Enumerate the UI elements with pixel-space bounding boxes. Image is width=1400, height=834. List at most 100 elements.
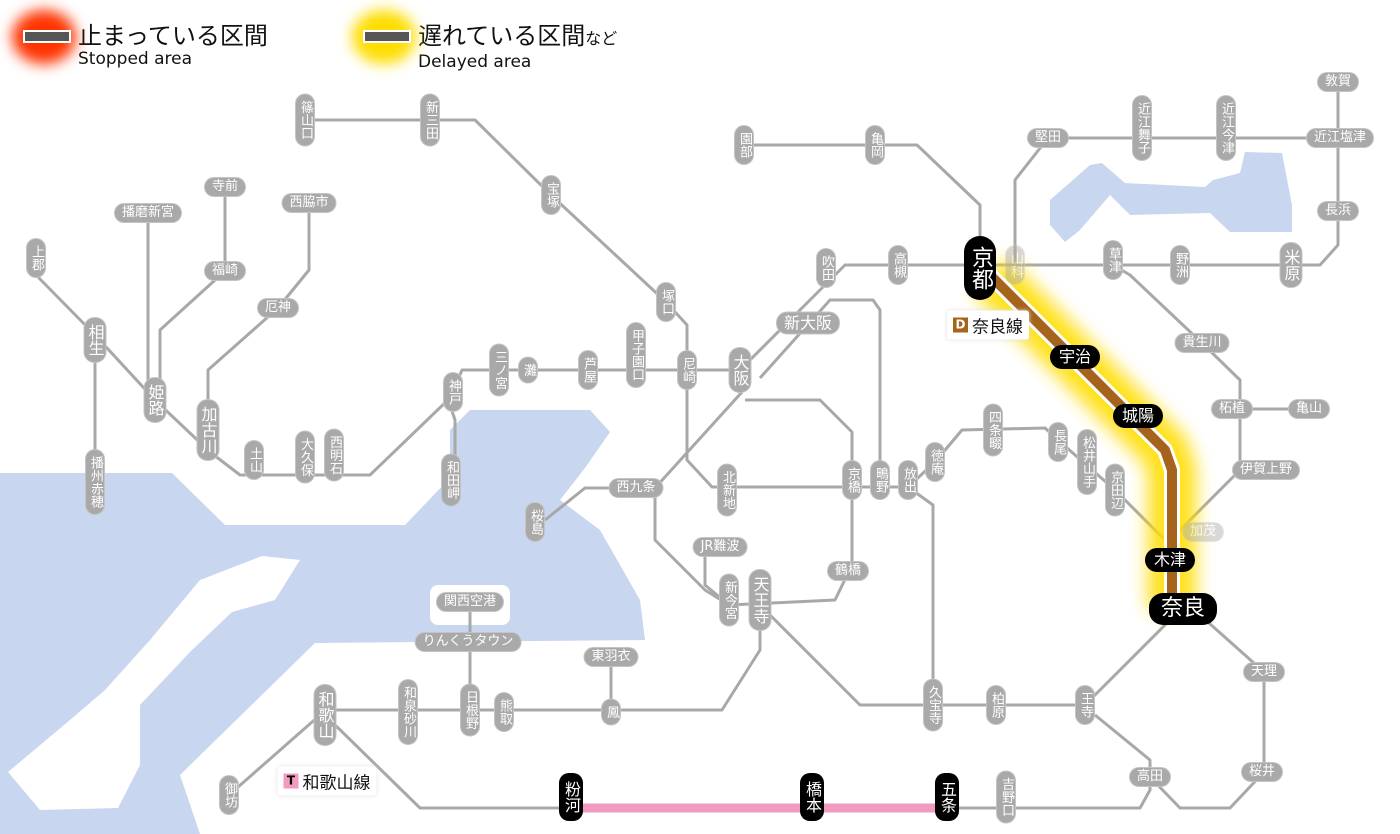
station-kyotanabe[interactable]: 京田辺	[1106, 464, 1124, 516]
station-kameoka[interactable]: 亀岡	[866, 126, 884, 164]
station-katata[interactable]: 堅田	[1027, 129, 1069, 147]
rail-line-6	[206, 203, 311, 430]
station-kusatsu[interactable]: 草津	[1104, 241, 1122, 279]
station-tsuruhashi[interactable]: 鶴橋	[827, 562, 869, 580]
station-himeji[interactable]: 姫路	[144, 378, 166, 422]
station-shigino[interactable]: 鴫野	[871, 461, 889, 499]
station-oji[interactable]: 王寺	[1076, 686, 1094, 724]
station-joyo[interactable]: 城陽	[1112, 404, 1164, 428]
lake-biwa	[1050, 152, 1292, 242]
station-hanaten[interactable]: 放出	[899, 461, 917, 499]
line-label-nara[interactable]: D 奈良線	[947, 310, 1029, 340]
station-aioi[interactable]: 相生	[84, 318, 106, 362]
station-igaueno[interactable]: 伊賀上野	[1232, 461, 1300, 479]
station-sonobe[interactable]: 園部	[735, 126, 753, 164]
station-takatsuki[interactable]: 高槻	[889, 246, 907, 284]
station-kamo[interactable]: 加茂	[1182, 523, 1224, 541]
station-harimashingu[interactable]: 播磨新宮	[114, 204, 182, 222]
station-kizu[interactable]: 木津	[1144, 548, 1196, 572]
station-tsuchiyama[interactable]: 土山	[245, 441, 263, 479]
rail-line-18	[907, 485, 935, 705]
station-kix[interactable]: 関西空港	[436, 593, 504, 611]
station-takada[interactable]: 高田	[1129, 768, 1171, 786]
station-higashihagoromo[interactable]: 東羽衣	[584, 648, 638, 666]
line-label-wakayama[interactable]: T 和歌山線	[277, 766, 377, 796]
station-tsukaguchi[interactable]: 塚口	[657, 283, 675, 321]
station-amagasaki[interactable]: 尼崎	[678, 351, 696, 389]
station-yamashina[interactable]: 山科	[1006, 246, 1024, 284]
station-kitashinchi[interactable]: 北新地	[718, 464, 736, 516]
station-matsuiyamate[interactable]: 松井山手	[1078, 430, 1096, 494]
station-yakujin[interactable]: 厄神	[257, 299, 299, 317]
rail-line-9	[744, 143, 982, 268]
station-suita[interactable]: 吹田	[817, 249, 835, 287]
station-hashimoto[interactable]: 橋本	[800, 773, 824, 821]
station-yoshinoguchi[interactable]: 吉野口	[997, 771, 1015, 823]
station-izumisunagawa[interactable]: 和泉砂川	[399, 680, 417, 744]
rail-line-10	[1112, 263, 1242, 542]
station-wakayama[interactable]: 和歌山	[314, 685, 336, 745]
station-tokuan[interactable]: 徳庵	[926, 443, 944, 481]
rail-line-24	[1148, 613, 1266, 810]
station-nishiwakishi[interactable]: 西脇市	[282, 194, 336, 212]
station-omimaiko[interactable]: 近江舞子	[1133, 96, 1151, 160]
station-gojo[interactable]: 五条	[935, 773, 959, 821]
station-nagahama[interactable]: 長浜	[1317, 202, 1359, 220]
station-sasayamaguchi[interactable]: 篠山口	[296, 94, 314, 146]
awaji-island	[8, 556, 300, 810]
station-yasu[interactable]: 野洲	[1171, 246, 1189, 284]
station-tsuge[interactable]: 柘植	[1211, 400, 1253, 418]
station-sakurajima[interactable]: 桜島	[526, 503, 544, 541]
station-kumatori[interactable]: 熊取	[495, 693, 513, 731]
station-koshienguchi[interactable]: 甲子園口	[627, 323, 645, 387]
rail-line-8	[1013, 136, 1340, 265]
station-sakurai[interactable]: 桜井	[1241, 763, 1283, 781]
station-kyobashi[interactable]: 京橋	[843, 461, 861, 499]
delayed-swatch	[346, 8, 418, 64]
station-shinosaka[interactable]: 新大阪	[776, 312, 840, 334]
station-shijonawate[interactable]: 四条畷	[984, 404, 1002, 456]
station-sannomiya[interactable]: 三ノ宮	[490, 344, 508, 396]
station-nishiakashi[interactable]: 西明石	[325, 429, 343, 481]
station-shinsanda[interactable]: 新三田	[421, 94, 439, 146]
station-otori[interactable]: 鳳	[602, 699, 620, 725]
station-tenri[interactable]: 天理	[1243, 663, 1285, 681]
station-tennoji[interactable]: 天王寺	[749, 570, 771, 630]
station-wadamisaki[interactable]: 和田岬	[442, 454, 460, 506]
station-kamigori[interactable]: 上郡	[27, 239, 45, 277]
station-kyoto[interactable]: 京都	[964, 236, 996, 300]
station-kyuhoji[interactable]: 久宝寺	[924, 679, 942, 731]
station-fukusaki[interactable]: 福崎	[204, 262, 246, 280]
station-kashiwara[interactable]: 柏原	[987, 686, 1005, 724]
rail-line-0	[305, 118, 908, 489]
station-banshuako[interactable]: 播州赤穂	[86, 450, 104, 514]
station-kobe[interactable]: 神戸	[444, 373, 462, 411]
rail-line-17	[758, 603, 1172, 707]
station-rinku[interactable]: りんくうタウン	[415, 633, 521, 651]
station-nishikujo[interactable]: 西九条	[609, 479, 663, 497]
station-omishiotsu[interactable]: 近江塩津	[1306, 129, 1374, 147]
station-osaka[interactable]: 大阪	[729, 348, 751, 392]
station-kameyama[interactable]: 亀山	[1288, 400, 1330, 418]
station-nada[interactable]: 灘	[519, 357, 537, 383]
station-kakogawa[interactable]: 加古川	[197, 400, 219, 460]
station-omiimazu[interactable]: 近江今津	[1217, 96, 1235, 160]
station-okubo[interactable]: 大久保	[296, 431, 314, 483]
station-jrnamba[interactable]: JR難波	[693, 538, 747, 556]
legend-delayed-jp-main: 遅れている区間	[418, 22, 586, 50]
station-kibukawa[interactable]: 貴生川	[1175, 334, 1229, 352]
station-ashiya[interactable]: 芦屋	[579, 351, 597, 389]
station-takarazuka[interactable]: 宝塚	[542, 176, 560, 214]
station-kokawa[interactable]: 粉河	[559, 773, 583, 821]
line-badge-d: D	[953, 317, 968, 333]
station-shinimamiya[interactable]: 新今宮	[720, 574, 738, 626]
station-hineno[interactable]: 日根野	[461, 684, 479, 736]
station-uji[interactable]: 宇治	[1049, 345, 1101, 369]
legend-stopped-jp: 止まっている区間	[78, 22, 268, 50]
station-gobo[interactable]: 御坊	[220, 776, 238, 814]
station-nagao[interactable]: 長尾	[1049, 423, 1067, 461]
station-tsuruga[interactable]: 敦賀	[1317, 73, 1359, 91]
station-teramae[interactable]: 寺前	[204, 178, 246, 196]
station-nara[interactable]: 奈良	[1148, 593, 1218, 625]
station-maibara[interactable]: 米原	[1280, 243, 1302, 287]
